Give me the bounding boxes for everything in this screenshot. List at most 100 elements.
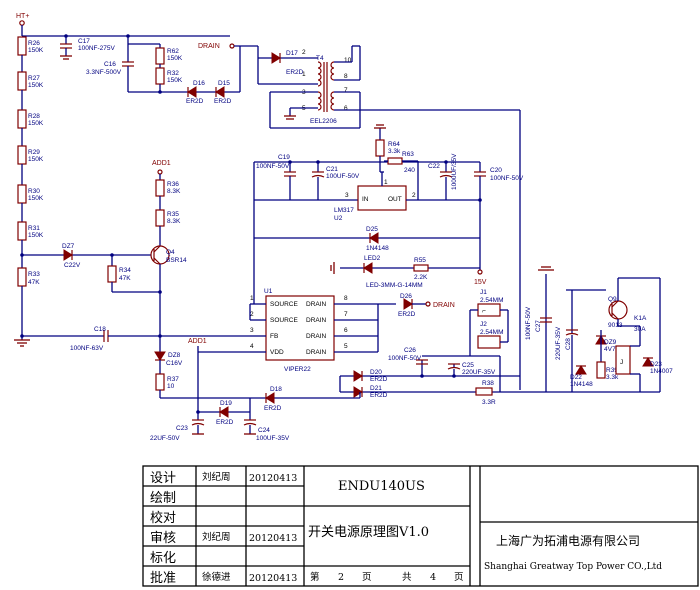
- r55-val: 2.2K: [414, 274, 428, 281]
- c26-ref: C26: [404, 347, 416, 354]
- r31-body: [17, 221, 27, 241]
- u1-val: VIPER22: [284, 366, 311, 373]
- u1-pin3-name: FB: [270, 333, 278, 340]
- k1-ref: K1A: [634, 315, 647, 322]
- title-block: 设计 绘制 校对 审核 标化 批准 刘纪周 20120413 刘纪周 20120…: [142, 465, 699, 587]
- r30-ref: R30: [28, 188, 40, 195]
- tb-review-name: 刘纪周: [202, 531, 231, 543]
- d26-val: ER2D: [398, 311, 416, 318]
- tb-total-unit: 页: [454, 572, 464, 583]
- dz9-val: 4V7: [604, 346, 616, 353]
- r26-body: [17, 36, 27, 56]
- u2-pin1: 1: [384, 179, 388, 186]
- u1-pin7-name: DRAIN: [306, 317, 327, 324]
- r34-val: 47K: [119, 275, 131, 282]
- r38-ref: R38: [482, 380, 494, 387]
- c26-val: 100NF-50V: [388, 355, 422, 362]
- t4-val: EEL2206: [310, 118, 337, 125]
- j1-ref: J1: [480, 289, 487, 296]
- dz8-val: C16V: [166, 360, 183, 367]
- tb-check-label: 校对: [150, 510, 176, 526]
- d23-val: 1N4007: [650, 368, 673, 375]
- t4-pin1: 1: [302, 71, 306, 78]
- dz7-val: C22V: [64, 262, 81, 269]
- tb-review-date: 20120413: [249, 533, 297, 544]
- j2-val: 2.54MM: [480, 329, 503, 336]
- u1-pin6-num: 6: [344, 327, 348, 334]
- r29-val: 150K: [28, 156, 44, 163]
- u1-pin5-name: DRAIN: [306, 349, 327, 356]
- tb-drawing-no: ENDU140US: [338, 479, 425, 494]
- tb-approve-name: 徐德进: [202, 571, 231, 583]
- u1-pin2-num: 2: [250, 311, 254, 318]
- c19-ref: C19: [278, 154, 290, 161]
- drain-terminal[interactable]: [229, 43, 235, 49]
- r29-ref: R29: [28, 149, 40, 156]
- tb-page-num: 2: [338, 572, 344, 583]
- tb-design-name: 刘纪周: [202, 471, 231, 483]
- regulator-section: C19 100NF-50V C21 100UF-50V IN OUT 3 2 1…: [253, 124, 524, 289]
- add1-terminal[interactable]: [157, 169, 163, 175]
- d16-ref: D16: [193, 80, 205, 87]
- r37-val: 10: [167, 383, 175, 390]
- r28-body: [17, 109, 27, 129]
- r39-ref: R39: [606, 367, 618, 374]
- led2-val: LED-3MM-G-14MM: [366, 282, 423, 289]
- net-ht-label: HT+: [16, 13, 29, 20]
- output-section: D20 ER2D D21 ER2D C26 100NF-50V C25 220U…: [339, 266, 673, 406]
- ht-terminal[interactable]: [19, 20, 25, 26]
- tb-design-date: 20120413: [249, 473, 297, 484]
- d25-val: 1N4148: [366, 245, 389, 252]
- d26-ref: D26: [400, 293, 412, 300]
- u1-pin6-name: DRAIN: [306, 333, 327, 340]
- c17-val: 100NF-275V: [78, 45, 116, 52]
- r33-val: 47K: [28, 279, 40, 286]
- d15-val: ER2D: [214, 98, 232, 105]
- u2-ref: U2: [334, 215, 343, 222]
- r39-val: 3.3k: [606, 374, 619, 381]
- d17-val: ER2D: [286, 69, 304, 76]
- r33-body: [17, 267, 27, 287]
- t4-ref: T4: [316, 55, 324, 62]
- tb-draw-label: 绘制: [150, 491, 176, 506]
- d19-ref: D19: [220, 400, 232, 407]
- net-drain2-label: DRAIN: [433, 302, 455, 309]
- j1-val: 2.54MM: [480, 297, 503, 304]
- d25-ref: D25: [366, 226, 378, 233]
- d21-ref: D21: [370, 385, 382, 392]
- t4-pin6: 6: [344, 105, 348, 112]
- tb-page-prefix: 第: [310, 571, 320, 583]
- c25-ref: C25: [462, 362, 474, 369]
- u1-pin1-name: SOURCE: [270, 301, 298, 308]
- u1-ref: U1: [264, 288, 273, 295]
- u1-pin5-num: 5: [344, 343, 348, 350]
- d23-ref: D23: [650, 361, 662, 368]
- r36-ref: R36: [167, 181, 179, 188]
- u2-pin3: 3: [345, 192, 349, 199]
- drain2-terminal[interactable]: [425, 301, 431, 307]
- c25-val: 220UF-35V: [462, 369, 496, 376]
- r33-ref: R33: [28, 271, 40, 278]
- u1-pin4-num: 4: [250, 343, 254, 350]
- d18-ref: D18: [270, 386, 282, 393]
- r35-ref: R35: [167, 211, 179, 218]
- v15-terminal[interactable]: [477, 269, 483, 275]
- tb-standard-label: 标化: [150, 551, 176, 566]
- t4-pin8: 8: [344, 73, 348, 80]
- d22-ref: D22: [570, 374, 582, 381]
- q4-ref: Q4: [166, 249, 175, 256]
- u2-val: LM317: [334, 207, 354, 214]
- c27-val: 100NF-50V: [525, 306, 532, 340]
- net-add1-label: ADD1: [152, 160, 171, 167]
- c21-ref: C21: [326, 166, 338, 173]
- j2-ref: J2: [480, 321, 487, 328]
- u1-pin3-num: 3: [250, 327, 254, 334]
- svg-text:⌐: ⌐: [482, 308, 486, 315]
- c21-val: 100UF-50V: [326, 173, 360, 180]
- c22-val: 1000UF/35V: [451, 153, 458, 190]
- r38-val: 3.3R: [482, 399, 496, 406]
- t4-pin10: 10: [344, 57, 352, 64]
- r32-ref: R32: [167, 70, 179, 77]
- u1-viper22: U1 VIPER22 SOURCE SOURCE FB VDD 1 2 3 4 …: [249, 238, 455, 373]
- r64-ref: R64: [388, 141, 400, 148]
